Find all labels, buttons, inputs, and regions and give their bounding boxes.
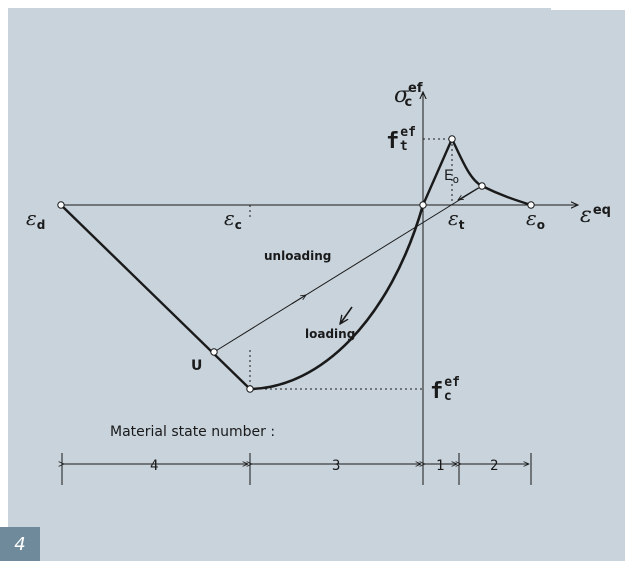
figure-number-badge: 4: [0, 527, 40, 561]
tension-unloading-arrow: [458, 187, 479, 200]
softening-compression-branch: [60, 204, 251, 390]
eps-d-label: εd: [26, 206, 45, 232]
figure-panel: [8, 8, 625, 561]
tension-unload-node: [478, 182, 486, 190]
e0-slope-guide: [429, 157, 445, 191]
eps-t-label: εt: [448, 206, 465, 232]
unloading-direction-arrow: [291, 295, 306, 305]
material-state-title: Material state number :: [110, 424, 275, 440]
state-1-label: 1: [436, 458, 444, 474]
u-node: [210, 348, 218, 356]
loading-label: loading: [305, 327, 355, 341]
u-label: U: [191, 358, 202, 374]
state-4-label: 4: [150, 458, 158, 474]
origin-node: [419, 201, 427, 209]
eps-o-label: εo: [526, 206, 545, 232]
e0-label: Eo: [444, 168, 459, 186]
unloading-line: [213, 185, 483, 353]
fc-peak-node: [246, 385, 254, 393]
state-3-label: 3: [332, 458, 340, 474]
corner-notch: [551, 0, 633, 10]
ft-peak-node: [448, 135, 456, 143]
tension-softening-branch: [450, 138, 532, 207]
state-2-label: 2: [490, 458, 498, 474]
tension-ascending-branch: [421, 138, 454, 206]
eps-o-node: [527, 201, 535, 209]
x-axis-label: εeq: [580, 203, 611, 228]
loading-curve: [249, 204, 425, 391]
loading-direction-arrow: [340, 306, 353, 324]
eps-c-label: εc: [224, 206, 242, 232]
figure-number: 4: [14, 533, 26, 555]
unloading-label: unloading: [264, 249, 331, 263]
eps-d-node: [57, 201, 65, 209]
